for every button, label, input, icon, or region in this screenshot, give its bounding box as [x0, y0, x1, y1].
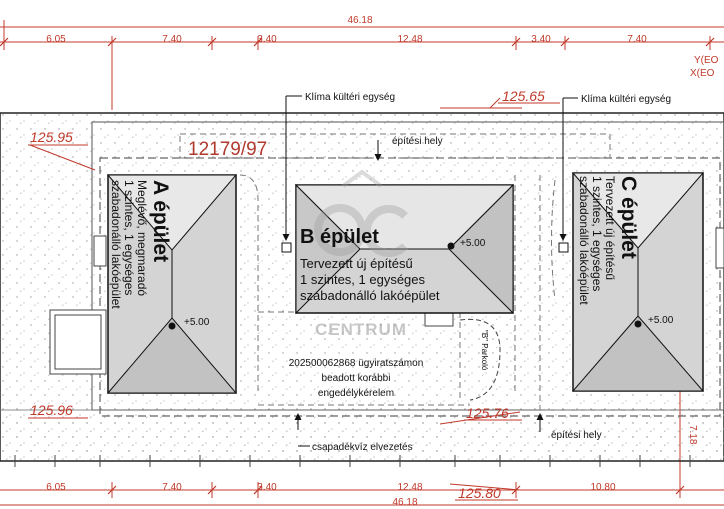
building-c-line-2: 1 szintes, 1 egységes [590, 176, 604, 291]
building-b-title: B épület [300, 226, 379, 248]
dim-top-3: 3.40 [257, 34, 277, 45]
elev-bottom-left: 125.96 [30, 402, 73, 418]
permit-note-1: 202500062868 ügyiratszámon [289, 358, 424, 369]
coord-x: X(EO [690, 68, 715, 79]
permit-note-2: beadott korábbi [322, 373, 391, 384]
csapadekviz-label: csapadékvíz elvezetés [312, 442, 413, 453]
building-a-line-2: 1 szintes, 1 egységes [122, 180, 136, 295]
building-c-line-3: szabadonálló lakóépület [577, 176, 591, 305]
klima-unit-right [558, 242, 569, 253]
building-b-line-3: szabadonálló lakóépület [300, 288, 440, 303]
watermark-logo [314, 169, 408, 257]
elev-bottom-center: 125.80 [458, 485, 501, 501]
building-b-line-2: 1 szintes, 1 egységes [300, 272, 426, 287]
building-b-line-1: Tervezett új építésű [300, 256, 413, 271]
building-c-line-1: Tervezett új építésű [603, 176, 617, 280]
dim-top-5: 3.40 [531, 34, 551, 45]
klima-unit-left [281, 242, 292, 253]
permit-note-3: engedélykérelem [318, 388, 394, 399]
dim-total-top: 46.18 [347, 15, 372, 26]
klima-label-right: Klíma kültéri egység [581, 94, 671, 105]
dim-bottom-2: 7.40 [162, 482, 182, 493]
top-dimension-ticks [0, 37, 715, 47]
elev-top-left: 125.95 [30, 129, 73, 145]
parcel-frame [179, 133, 611, 159]
building-c [571, 172, 705, 392]
building-b [294, 183, 515, 315]
dim-top-6: 7.40 [627, 34, 647, 45]
watermark-centrum: CENTRUM [315, 320, 407, 339]
dim-top-2: 7.40 [162, 34, 182, 45]
dim-bottom-4: 12.48 [397, 482, 422, 493]
building-c-title: C épület [617, 176, 640, 259]
site-features [49, 227, 724, 401]
dashed-lines [239, 174, 720, 411]
callout-leaders [29, 95, 578, 491]
klima-label-left: Klíma kültéri egység [305, 92, 395, 103]
elev-bottom-middle: 125.76 [466, 405, 509, 421]
coord-y: Y(EO [694, 55, 719, 66]
dim-total-bottom: 46.18 [392, 497, 417, 508]
building-a-line-3: szabadonálló lakóépület [109, 180, 123, 309]
dim-bottom-5: 10.80 [590, 482, 615, 493]
building-b-level: +5.00 [460, 238, 486, 249]
top-dimension-lines [0, 20, 724, 110]
building-envelope [99, 157, 721, 417]
dim-top-4: 12.48 [397, 34, 422, 45]
building-c-level: +5.00 [648, 315, 674, 326]
dim-top-1: 6.05 [46, 34, 66, 45]
parcel-number: 12179/97 [188, 139, 267, 160]
elev-top-middle: 125.65 [502, 88, 545, 104]
epitesi-hely-top: építési hely [392, 136, 443, 147]
bottom-strip [0, 409, 724, 467]
parking-label: "B" Parkoló [480, 330, 489, 371]
building-a-line-1: Meglévő, megmaradó [135, 180, 149, 296]
epitesi-hely-bottom: építési hely [551, 430, 602, 441]
dim-bottom-3: 3.40 [257, 482, 277, 493]
building-a-level: +5.00 [184, 317, 210, 328]
elevation-underlines [28, 97, 560, 501]
building-a [106, 174, 238, 394]
bottom-dimension-lines [0, 390, 724, 506]
dim-bottom-1: 6.05 [46, 482, 66, 493]
building-a-title: A épület [149, 180, 172, 262]
dim-side: 7.18 [687, 425, 698, 445]
